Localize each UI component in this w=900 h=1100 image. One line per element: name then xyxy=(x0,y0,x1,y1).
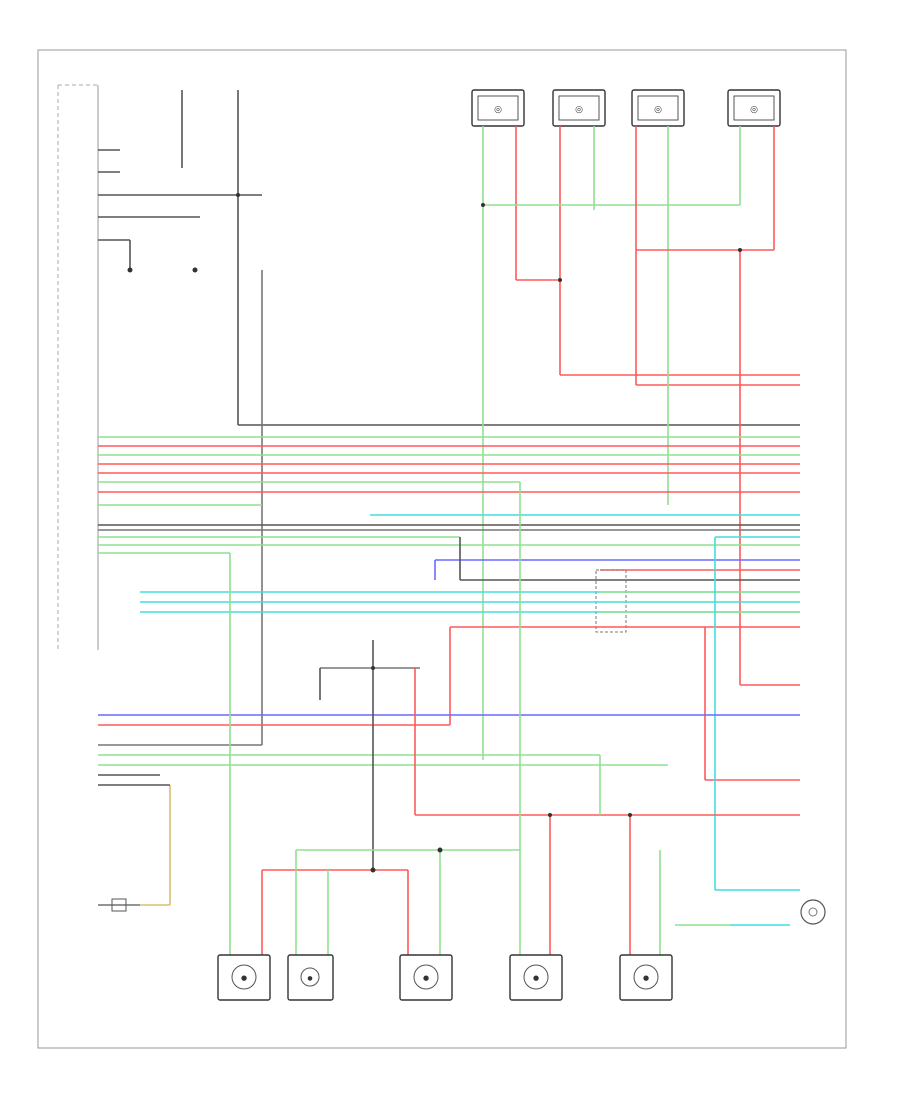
tweeter-right xyxy=(800,899,826,925)
connector-wiring xyxy=(140,537,800,891)
speaker-front-left-door-top: ◎ xyxy=(471,89,525,127)
lower-left-harness xyxy=(98,714,800,906)
diagram-frame xyxy=(37,49,847,1049)
speaker-icon: ● xyxy=(643,974,649,982)
speaker-front-right-door-bottom: ● xyxy=(399,954,453,1001)
junction-connector xyxy=(595,569,627,633)
tweeter-left-bottom: ● xyxy=(287,954,334,1001)
speaker-icon: ● xyxy=(241,974,247,982)
speaker-icon: ◎ xyxy=(575,105,583,115)
speaker-rear-right-door-bottom: ● xyxy=(619,954,673,1001)
main-harness xyxy=(98,436,800,581)
speaker-icon: ◎ xyxy=(494,105,502,115)
speaker-icon: ● xyxy=(307,975,312,982)
power-feeds xyxy=(98,90,800,746)
speaker-icon: ● xyxy=(533,974,539,982)
ground-icon xyxy=(98,898,140,912)
speaker-front-right-door-top: ◎ xyxy=(552,89,606,127)
center-splice xyxy=(319,640,800,870)
bottom-speaker-wiring xyxy=(229,482,790,955)
speaker-rear-right-door-top: ◎ xyxy=(727,89,781,127)
top-speaker-wiring xyxy=(481,126,800,760)
speaker-icon: ◎ xyxy=(750,105,758,115)
speaker-rear-left-door-bottom: ● xyxy=(509,954,563,1001)
speaker-front-left-door-bottom: ● xyxy=(217,954,271,1001)
speaker-icon: ● xyxy=(423,974,429,982)
speaker-icon: ◎ xyxy=(654,105,662,115)
speaker-rear-left-door-top: ◎ xyxy=(631,89,685,127)
